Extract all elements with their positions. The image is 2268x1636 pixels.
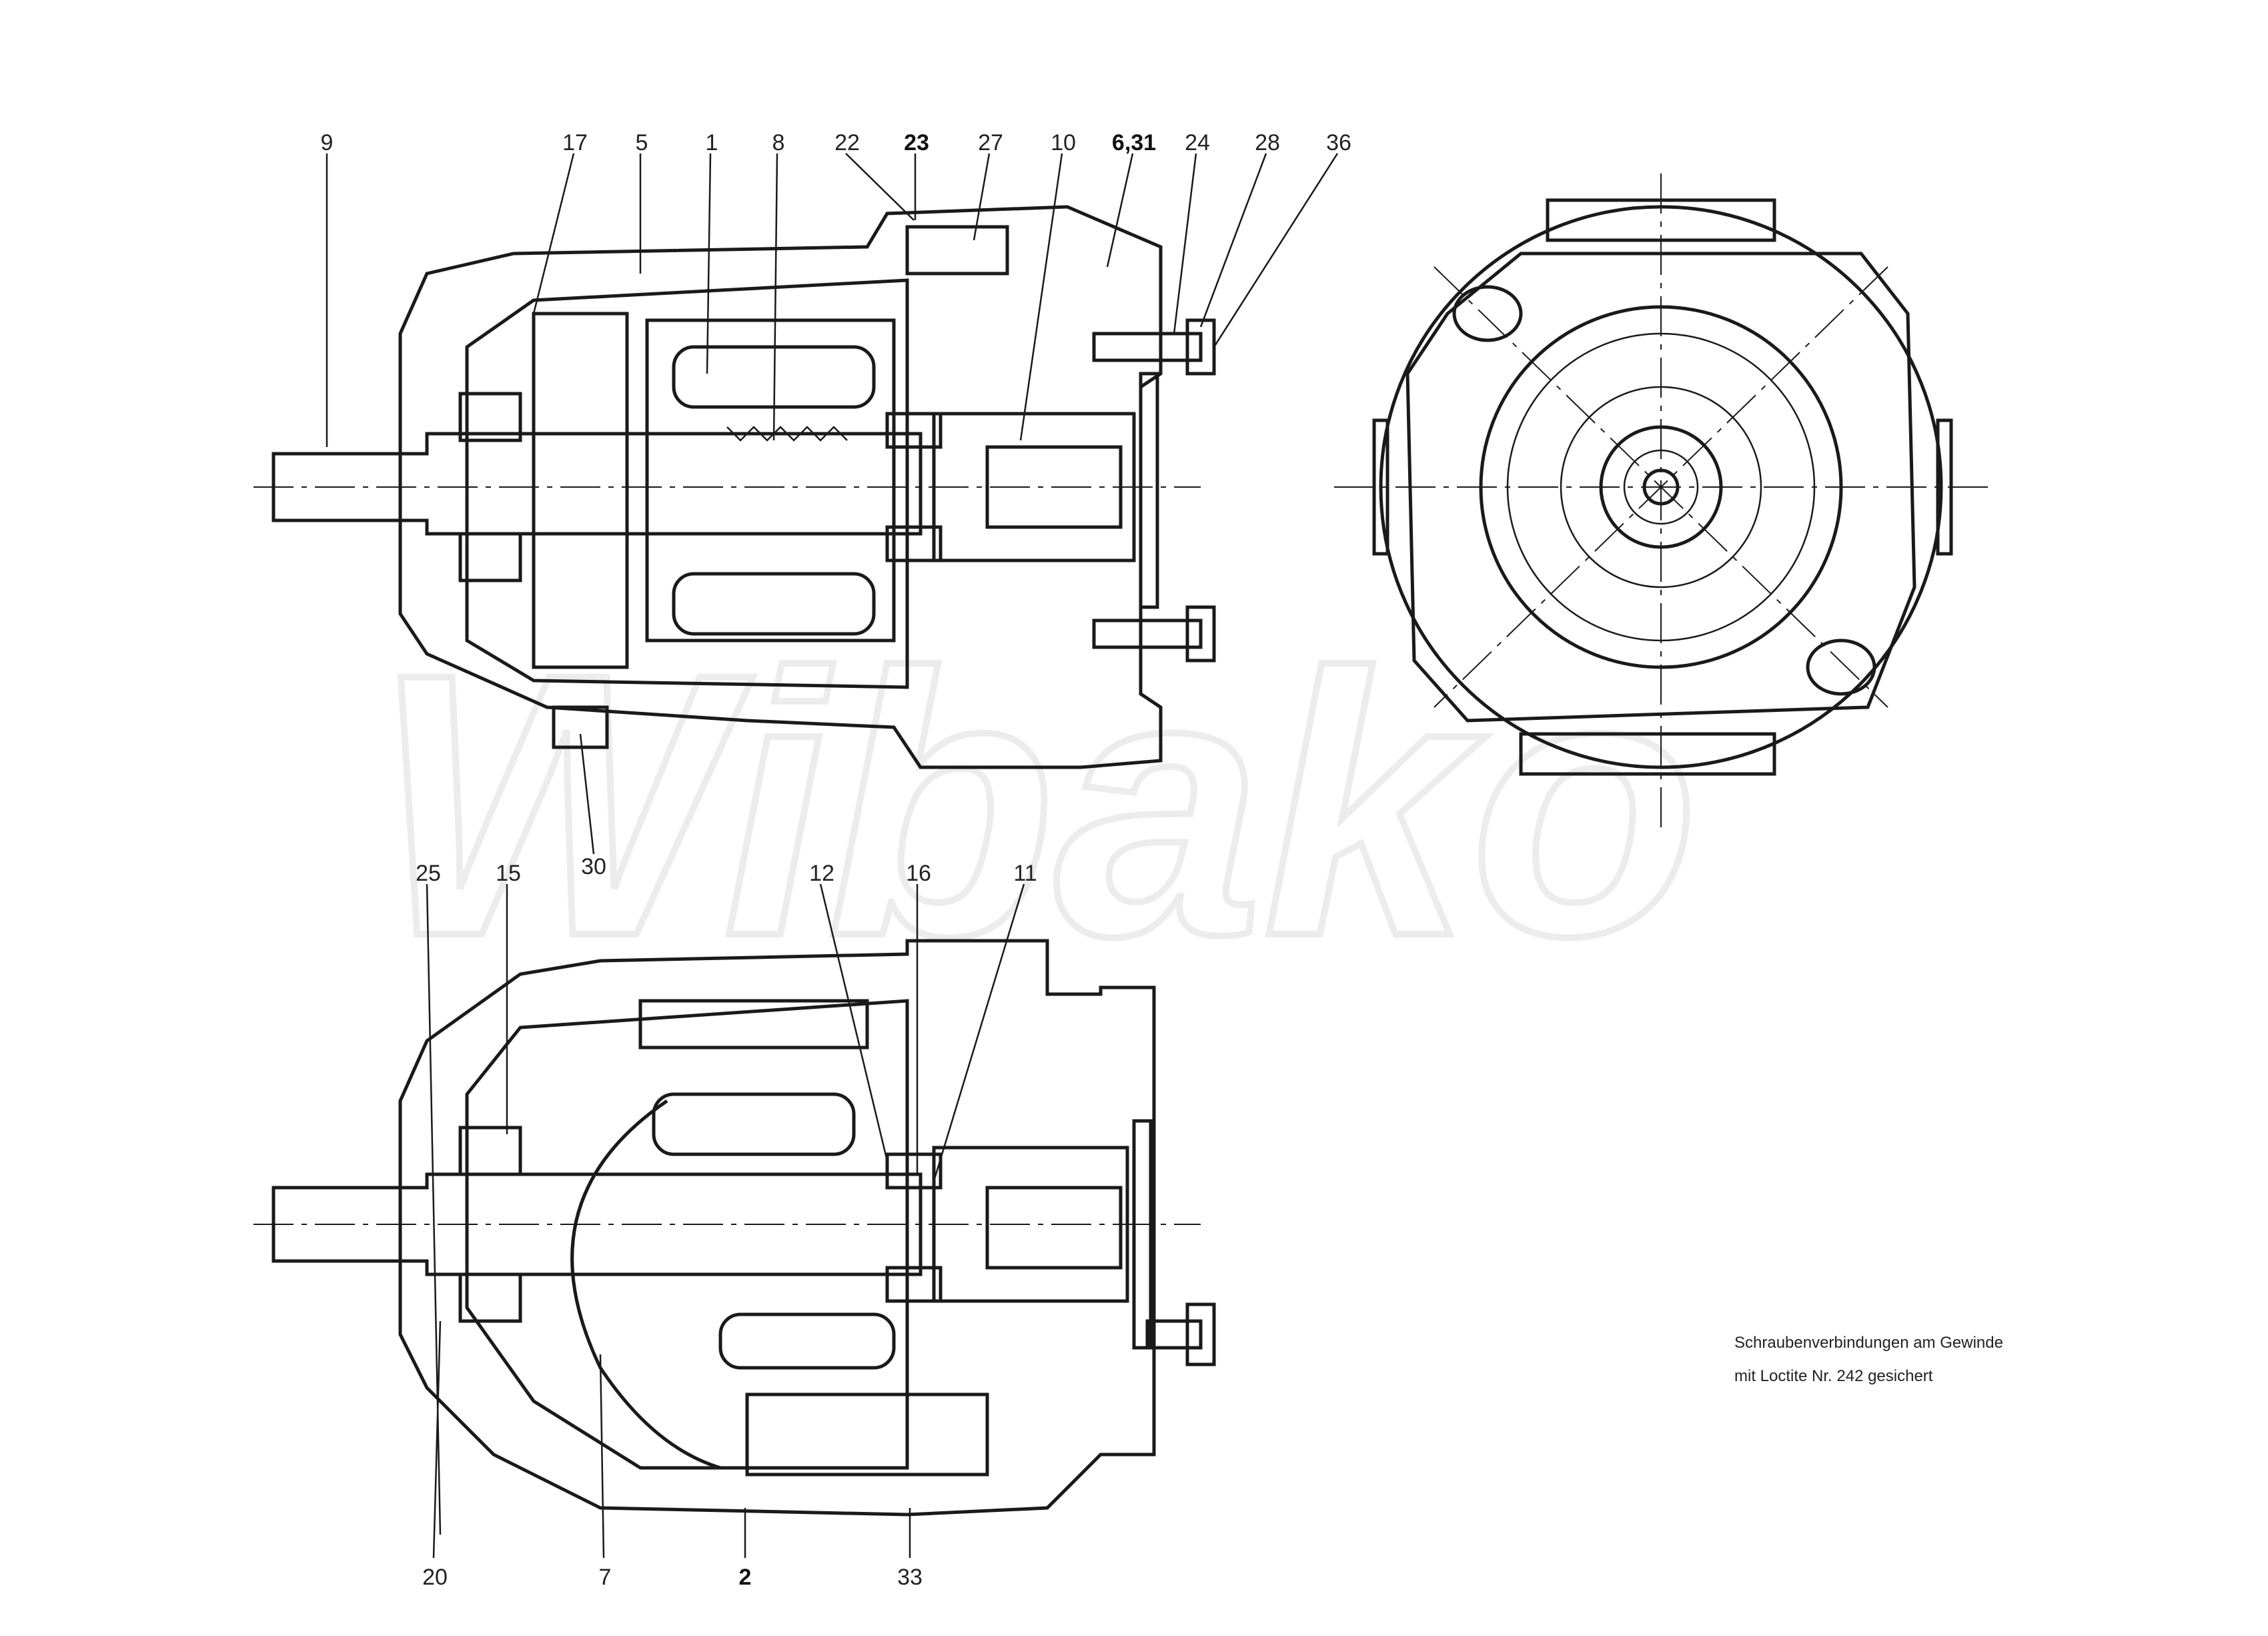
end-view-flange-top [1546,198,1776,242]
lower-bolt [1145,1319,1203,1350]
label-30: 30 [581,854,606,879]
end-view [1334,173,1995,827]
label-8: 8 [772,130,785,155]
top-labels: 9 17 5 1 8 22 23 27 10 6,31 24 28 36 30 [321,130,1351,879]
label-25: 25 [416,861,441,886]
label-28: 28 [1255,130,1280,155]
label-6-31: 6,31 [1112,130,1156,155]
note-line-1: Schraubenverbindungen am Gewinde [1734,1334,2003,1352]
label-27: 27 [978,130,1003,155]
end-view-ring-4 [1599,425,1723,549]
assembly-note: Schraubenverbindungen am Gewinde mit Loc… [1734,1334,2003,1385]
lower-cover-plate [1132,1119,1153,1350]
lower-rear-bearing-upper [885,1152,943,1190]
end-view-ring-2 [1506,332,1816,642]
top-end-cap [932,412,1136,562]
end-view-bolt-hole-br [1806,639,1876,696]
top-section-view [253,205,1216,769]
lower-swash-arc [570,1099,721,1470]
label-23: 23 [904,130,929,155]
lower-section-view [253,939,1216,1517]
lower-piston-low [718,1312,896,1370]
top-cylinder-block [645,318,896,643]
label-11: 11 [1013,861,1037,886]
top-front-bearing-upper [458,392,522,442]
lower-end-cap-bore [985,1186,1123,1270]
label-5: 5 [636,130,648,155]
lower-labels: 25 15 12 16 11 20 7 2 33 [416,861,1037,1590]
top-bolt-lower [1092,619,1203,649]
lower-leader-lines [426,883,1025,1559]
lower-front-bearing-upper [458,1126,522,1176]
label-7: 7 [599,1565,612,1590]
end-view-hub [1642,468,1680,506]
lower-drive-shaft [271,1172,923,1276]
label-2: 2 [739,1565,752,1590]
end-view-ring-5 [1623,449,1699,525]
top-drain-plug [552,705,609,749]
lower-end-cap [932,1146,1129,1303]
end-view-ring-1 [1479,305,1843,669]
lower-bolt-head [1185,1302,1216,1366]
label-33: 33 [897,1565,923,1590]
end-view-bolt-hole-tl [1452,285,1523,342]
end-view-ring-3 [1560,386,1762,588]
top-leader-lines [326,153,1339,855]
top-rear-bearing-upper [885,412,943,449]
note-line-2: mit Loctite Nr. 242 gesichert [1734,1367,1933,1385]
end-view-side-left [1372,418,1389,556]
top-cover-plate [1139,372,1159,609]
end-view-mount-plate [1405,252,1916,723]
top-center-spring [726,426,848,442]
end-view-outer-ring [1379,205,1943,769]
lower-inner-cavity [465,999,909,1470]
lower-control-piston [745,1392,989,1477]
top-bolt-lower-head [1185,605,1216,663]
label-24: 24 [1185,130,1210,155]
top-swash-plate [532,312,629,669]
label-16: 16 [906,861,931,886]
top-drive-shaft [271,432,923,536]
lower-front-bearing-lower [458,1272,522,1323]
lower-rear-bearing-lower [885,1266,943,1303]
top-port-screw [905,225,1009,276]
top-inner-cavity [465,278,909,689]
lower-piston-mid [652,1092,856,1156]
label-10: 10 [1051,130,1076,155]
label-22: 22 [834,130,860,155]
top-front-bearing-lower [458,532,522,582]
top-housing [398,205,1163,769]
lower-piston-upper [638,999,869,1050]
top-rear-bearing-lower [885,525,943,562]
label-36: 36 [1326,130,1351,155]
label-15: 15 [496,861,521,886]
top-piston-lower [672,572,876,636]
label-20: 20 [422,1565,448,1590]
end-view-flange-bottom [1519,732,1776,776]
label-9: 9 [321,130,334,155]
end-view-side-right [1936,418,1953,556]
top-bolt-upper [1092,332,1203,362]
label-17: 17 [562,130,588,155]
watermark-text: Wibako [374,596,1698,1013]
lower-housing [398,939,1156,1517]
label-1: 1 [706,130,718,155]
label-12: 12 [809,861,834,886]
